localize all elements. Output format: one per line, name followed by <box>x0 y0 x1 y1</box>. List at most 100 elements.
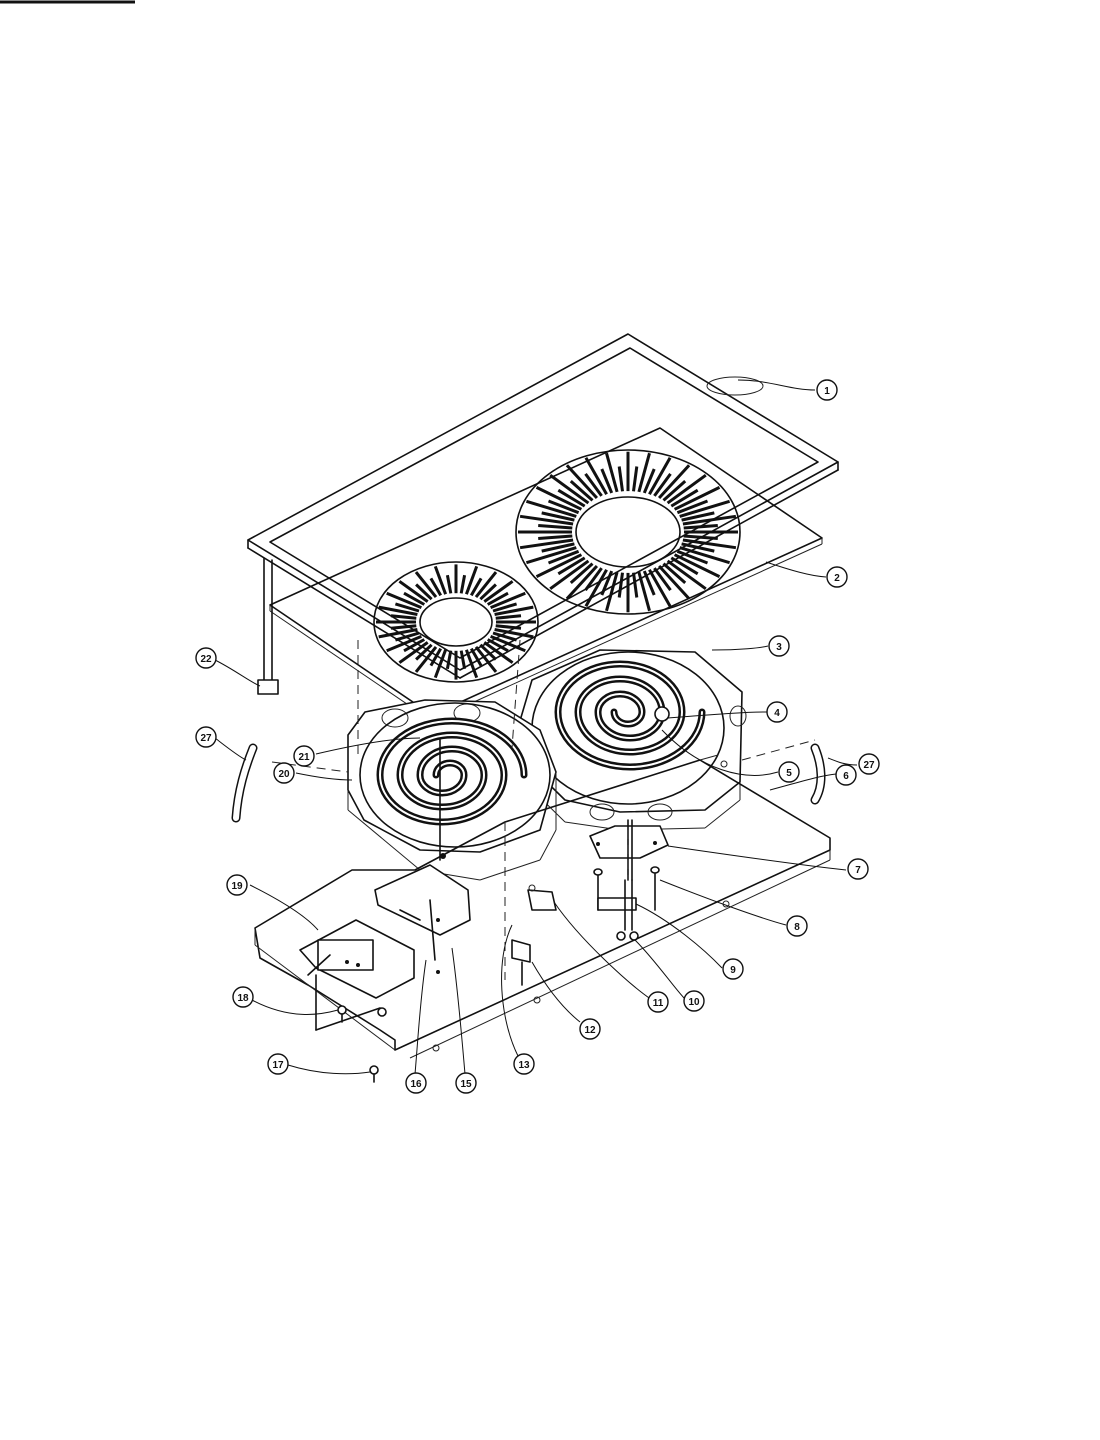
radiant-ray <box>394 602 420 613</box>
radiant-ray <box>653 473 672 497</box>
callout-19: 19 <box>226 874 248 896</box>
callout-5-label: 5 <box>786 768 792 779</box>
radiant-ray <box>557 556 586 576</box>
radiant-ray <box>398 641 429 664</box>
callout-20: 20 <box>273 762 295 784</box>
radiant-ray <box>519 514 574 526</box>
radiant-ray <box>657 464 691 500</box>
radiant-ray <box>584 569 608 607</box>
callout-20-label: 20 <box>278 769 290 780</box>
radiant-ray <box>464 565 479 595</box>
callout-2-label: 2 <box>834 573 840 584</box>
radiant-ray <box>378 628 418 639</box>
radiant-ray <box>429 577 442 597</box>
radiant-ray <box>445 650 453 670</box>
radiant-ray <box>538 534 573 540</box>
radiant-ray <box>483 641 514 664</box>
radiant-ray <box>569 562 594 585</box>
radiant-ray <box>486 591 509 606</box>
radiant-ray <box>584 567 603 591</box>
radiant-ray <box>479 643 497 661</box>
radiant-ray <box>474 571 498 599</box>
radiant-ray <box>525 499 577 518</box>
radiant-ray <box>666 559 707 591</box>
radiant-ray <box>673 486 721 511</box>
radiant-ray <box>549 473 590 505</box>
radiant-ray <box>682 514 737 526</box>
radiant-ray <box>569 479 594 502</box>
callout-5: 5 <box>778 761 800 783</box>
radiant-ray <box>632 466 639 492</box>
trim-frame <box>247 333 839 679</box>
callout-16-label: 16 <box>410 1079 422 1090</box>
front-heating-element <box>376 717 528 861</box>
callout-2: 2 <box>826 566 848 588</box>
radiant-ray <box>429 647 442 667</box>
radiant-ray <box>666 473 707 505</box>
callout-27-left: 27 <box>195 726 217 748</box>
radiant-ray <box>600 468 614 494</box>
radiant-ray <box>584 457 608 495</box>
radiant-ray <box>492 602 518 613</box>
callout-7: 7 <box>847 858 869 880</box>
radiant-ray <box>433 565 448 595</box>
radiant-ray <box>676 549 709 565</box>
radiant-ray <box>605 452 619 493</box>
radiant-ray <box>676 499 709 515</box>
radiant-ray <box>637 452 651 493</box>
callout-12-label: 12 <box>584 1025 596 1036</box>
radiant-ray <box>403 638 426 653</box>
radiant-ray <box>414 571 438 599</box>
radiant-ray <box>494 628 534 639</box>
callout-17-label: 17 <box>272 1060 284 1071</box>
callout-6: 6 <box>835 764 857 786</box>
radiant-ray <box>541 542 575 553</box>
callout-18-label: 18 <box>237 993 249 1004</box>
radiant-ray <box>483 580 514 603</box>
callout-18: 18 <box>232 986 254 1008</box>
callout-17: 17 <box>267 1053 289 1075</box>
base-screws <box>337 1005 379 1083</box>
assembly-guide-lines <box>271 639 816 880</box>
callout-27-right-label: 27 <box>863 760 875 771</box>
callout-12: 12 <box>579 1018 601 1040</box>
radiant-ray <box>535 553 583 578</box>
radiant-ray <box>648 457 672 495</box>
frame-support-leg <box>257 557 279 695</box>
leader-lines <box>214 379 858 1075</box>
callout-27-left-label: 27 <box>200 733 212 744</box>
radiant-ray <box>682 538 737 550</box>
radiant-ray <box>494 605 534 616</box>
radiant-ray <box>549 559 590 591</box>
callout-21-label: 21 <box>298 752 310 763</box>
callout-15-label: 15 <box>460 1079 472 1090</box>
radiant-ray <box>492 631 518 642</box>
radiant-ray <box>679 546 731 565</box>
radiant-ray <box>679 499 731 518</box>
callout-22-label: 22 <box>200 654 212 665</box>
radiant-ray <box>378 605 418 616</box>
callout-11-label: 11 <box>653 998 664 1009</box>
radiant-ray <box>584 473 603 497</box>
radiant-ray <box>617 572 624 598</box>
radiant-ray <box>632 572 639 598</box>
radiant-ray <box>386 591 422 609</box>
radiant-ray <box>681 511 715 522</box>
terminal-block-assembly <box>299 864 471 1031</box>
callout-15: 15 <box>455 1072 477 1094</box>
radiant-ray <box>495 614 522 620</box>
radiant-ray <box>662 562 687 585</box>
callout-8: 8 <box>786 915 808 937</box>
callout-1: 1 <box>816 379 838 401</box>
radiant-ray <box>605 571 619 612</box>
callout-21: 21 <box>293 745 315 767</box>
radiant-ray <box>642 468 656 494</box>
radiant-ray <box>479 583 497 601</box>
radiant-ray <box>547 499 580 515</box>
radiant-ray <box>403 591 426 606</box>
radiant-ray <box>538 524 573 530</box>
radiant-ray <box>414 645 438 673</box>
radiant-ray <box>662 479 687 502</box>
radiant-ray <box>557 488 586 508</box>
